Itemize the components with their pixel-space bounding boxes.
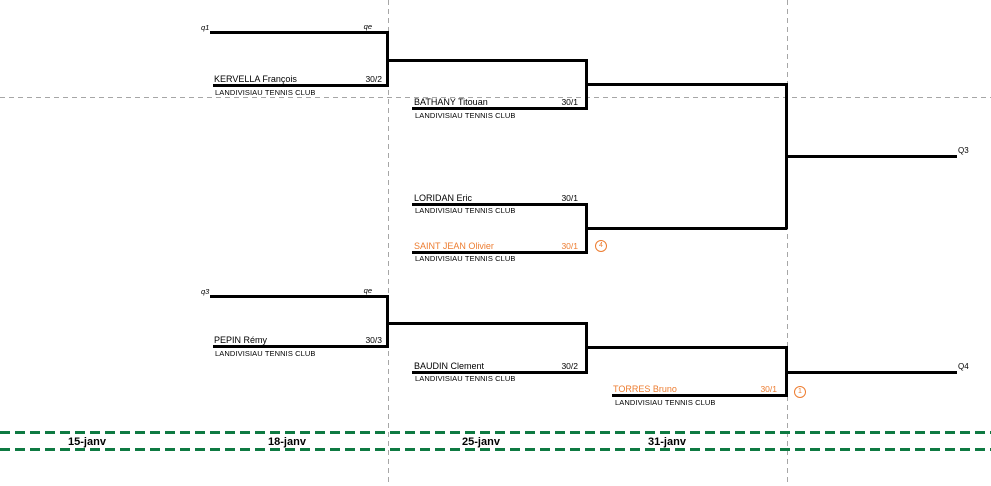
player-club: LANDIVISIAU TENNIS CLUB [615, 398, 716, 407]
loridan-slot-line [412, 203, 588, 206]
player-slot-loridan: LORIDAN Eric 30/1 [414, 193, 578, 203]
torres-slot-line [612, 394, 788, 397]
player-name: KERVELLA François [214, 74, 297, 84]
q3-output-line [785, 155, 957, 158]
match-d-connector [386, 295, 389, 347]
seed-badge-1: 1 [794, 386, 806, 398]
player-club: LANDIVISIAU TENNIS CLUB [415, 111, 516, 120]
match-d-winner-line [386, 322, 587, 325]
date-label-1: 15-janv [68, 436, 106, 448]
qualifier-slot-label-q1: q1 [201, 23, 210, 32]
player-slot-torres: TORRES Bruno 30/1 [613, 384, 777, 394]
kervella-slot-line [213, 84, 389, 87]
schedule-strip-bottom-line [0, 448, 991, 451]
q1-slot-line [210, 31, 389, 34]
player-slot-baudin: BAUDIN Clement 30/2 [414, 361, 578, 371]
date-label-4: 31-janv [648, 436, 686, 448]
grid-divider-horizontal [0, 97, 991, 98]
player-ranking: 30/1 [760, 384, 777, 394]
player-name: LORIDAN Eric [414, 193, 473, 203]
player-name: TORRES Bruno [613, 384, 677, 394]
player-ranking: 30/2 [561, 361, 578, 371]
grid-divider-vertical-2 [787, 0, 788, 486]
winner-slot-label-q3: Q3 [958, 146, 969, 155]
match-a-winner-line [386, 59, 587, 62]
player-ranking: 30/2 [365, 74, 382, 84]
grid-divider-vertical-1 [388, 0, 389, 486]
baudin-slot-line [412, 371, 588, 374]
qualifier-slot-label-q3: q3 [201, 287, 210, 296]
player-ranking: 30/1 [561, 97, 578, 107]
player-name: PEPIN Rémy [214, 335, 268, 345]
player-name: BATHANY Titouan [414, 97, 488, 107]
player-name: SAINT JEAN Olivier [414, 241, 494, 251]
player-ranking: 30/3 [365, 335, 382, 345]
q3-slot-line [210, 295, 389, 298]
match-b-winner-line [585, 83, 787, 86]
player-club: LANDIVISIAU TENNIS CLUB [415, 206, 516, 215]
player-ranking: 30/1 [561, 193, 578, 203]
match-a-connector [386, 31, 389, 86]
player-name: BAUDIN Clement [414, 361, 485, 371]
player-slot-saintjean: SAINT JEAN Olivier 30/1 [414, 241, 578, 251]
date-label-2: 18-janv [268, 436, 306, 448]
player-club: LANDIVISIAU TENNIS CLUB [215, 349, 316, 358]
qualifier-winner-label-top: qe [363, 22, 372, 31]
date-label-3: 25-janv [462, 436, 500, 448]
match-e-winner-line [585, 346, 787, 349]
player-ranking: 30/1 [561, 241, 578, 251]
q4-output-line [785, 371, 957, 374]
player-slot-bathany: BATHANY Titouan 30/1 [414, 97, 578, 107]
schedule-strip-top-line [0, 431, 991, 434]
player-club: LANDIVISIAU TENNIS CLUB [215, 88, 316, 97]
winner-slot-label-q4: Q4 [958, 362, 969, 371]
player-slot-pepin: PEPIN Rémy 30/3 [214, 335, 382, 345]
qualifier-winner-label-bottom: qe [363, 286, 372, 295]
player-club: LANDIVISIAU TENNIS CLUB [415, 374, 516, 383]
bathany-slot-line [412, 107, 588, 110]
saintjean-slot-line [412, 251, 588, 254]
pepin-slot-line [213, 345, 389, 348]
match-c-winner-line [585, 227, 787, 230]
seed-badge-4: 4 [595, 240, 607, 252]
player-slot-kervella: KERVELLA François 30/2 [214, 74, 382, 84]
player-club: LANDIVISIAU TENNIS CLUB [415, 254, 516, 263]
